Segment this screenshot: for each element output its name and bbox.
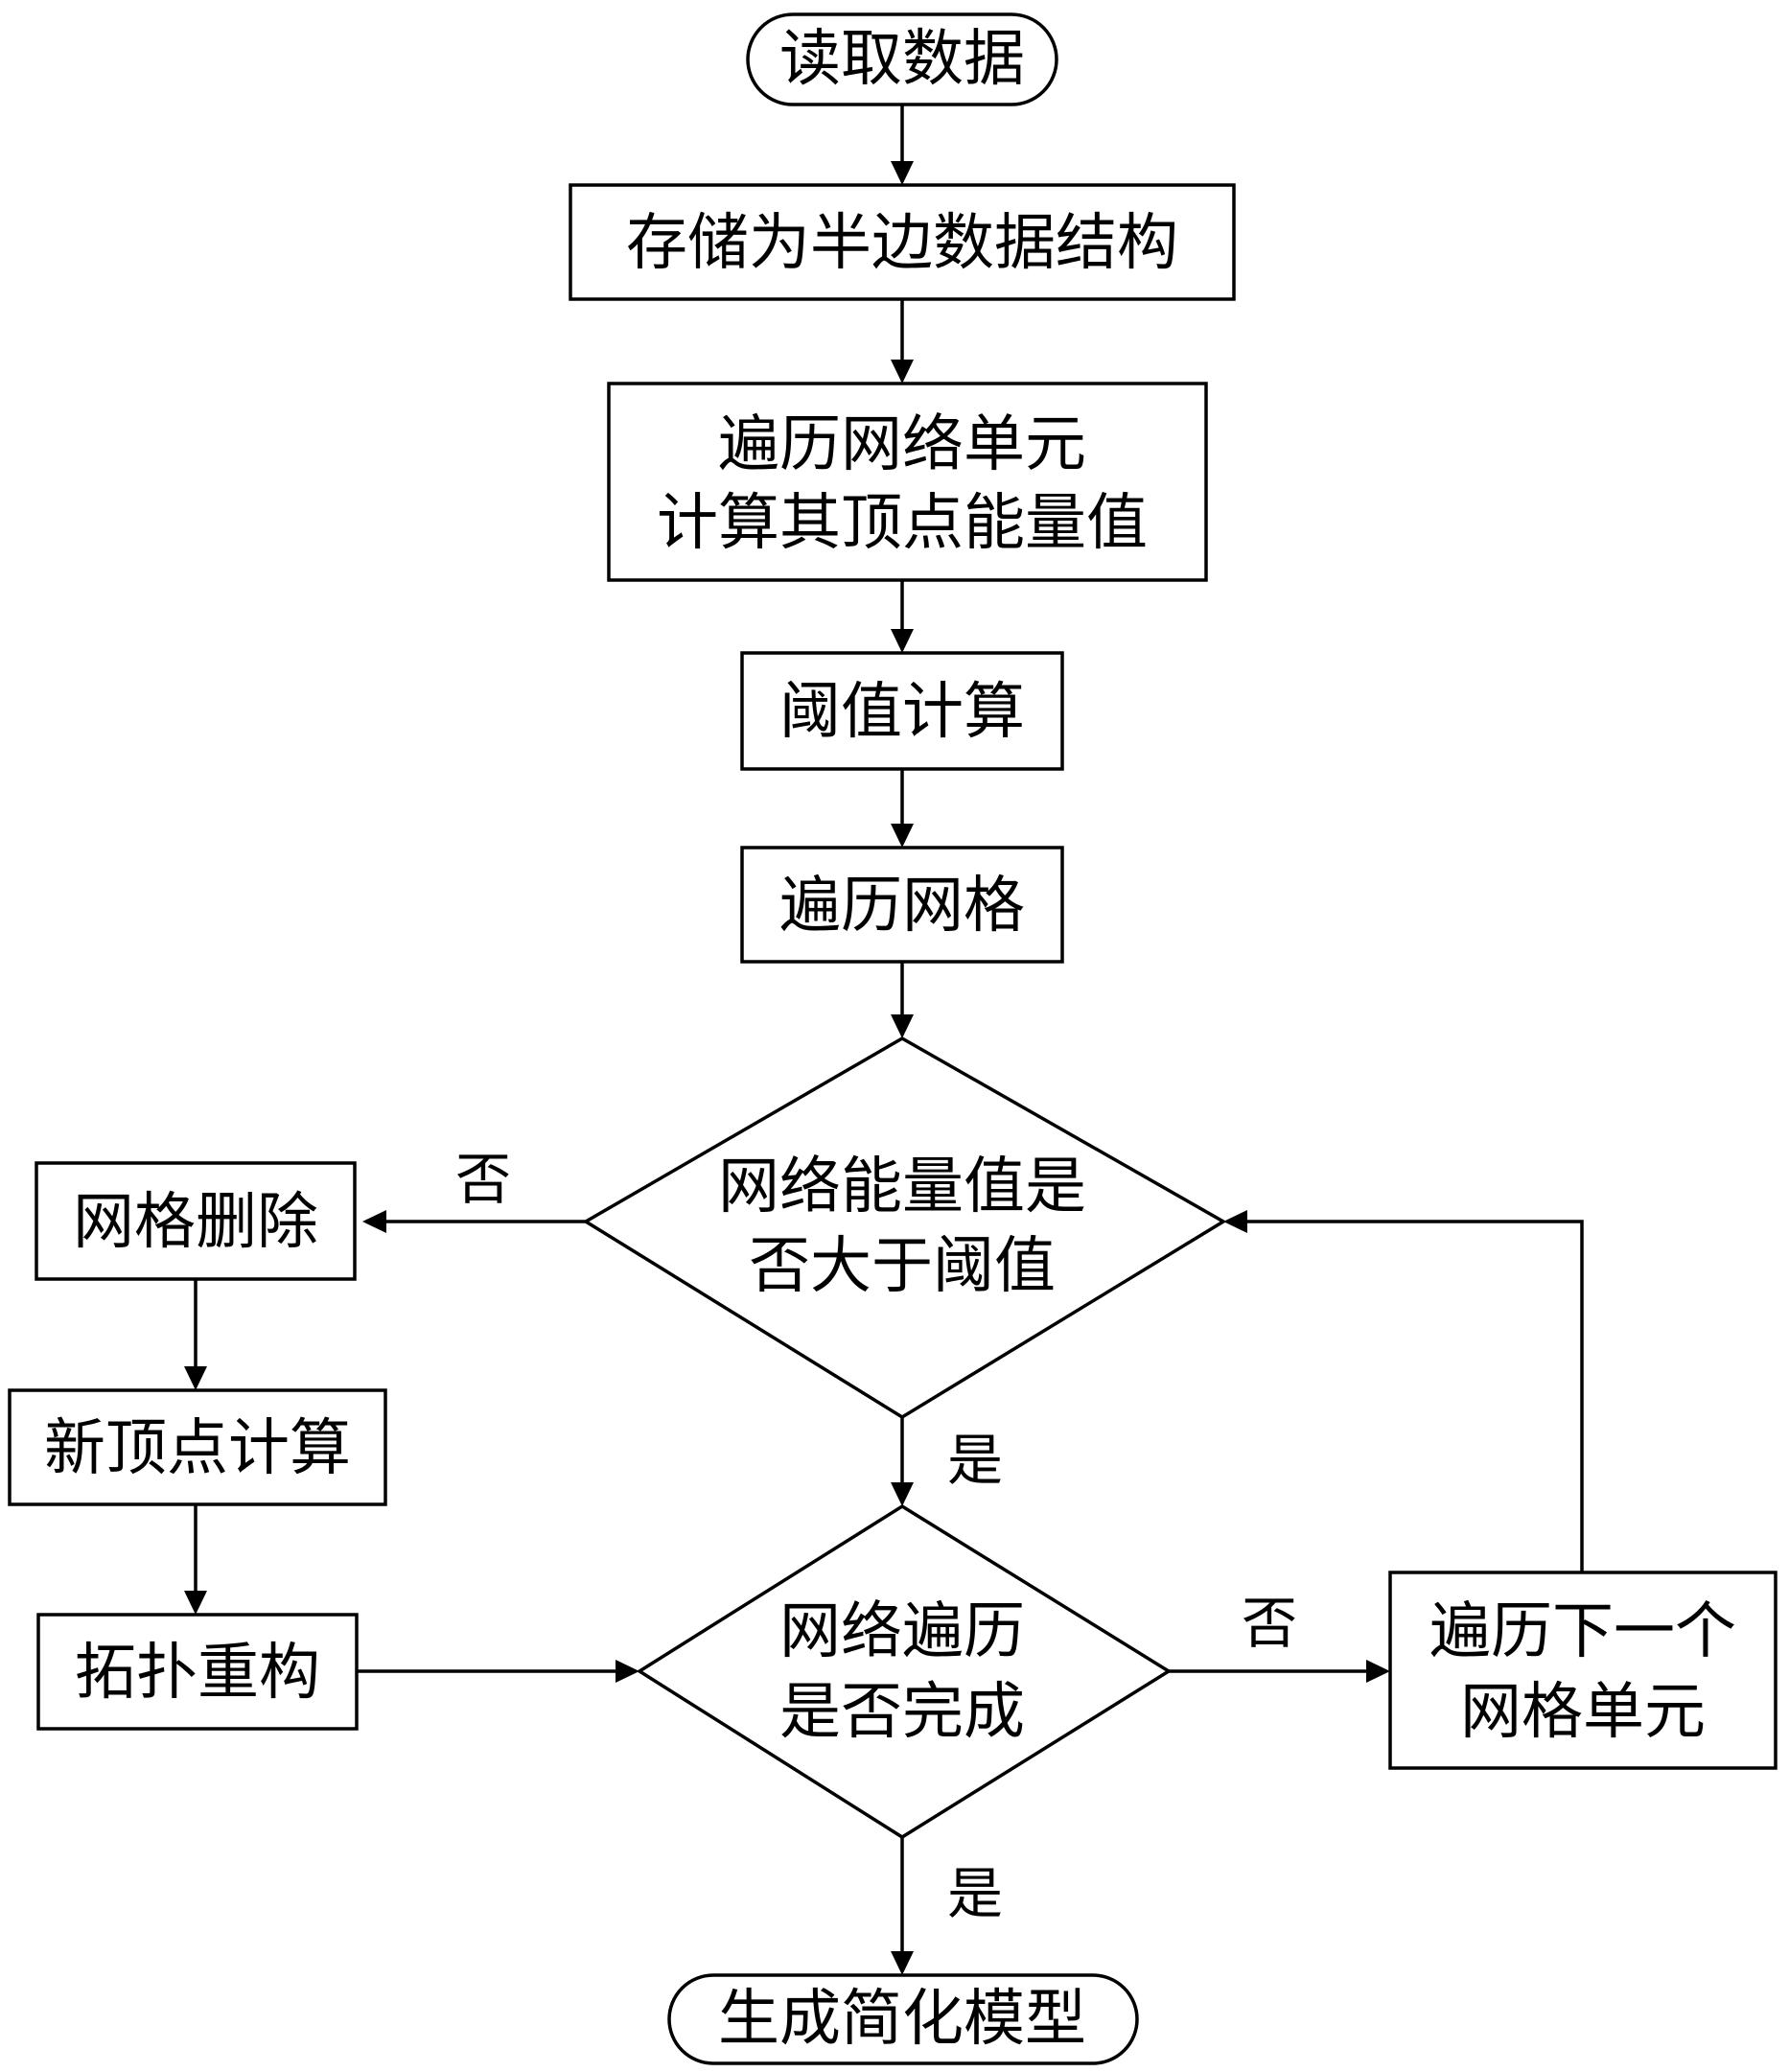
edge-label-complete-yes: 是 [947,1861,1003,1926]
process-mesh-delete-label: 网格删除 [73,1187,318,1258]
process-box [35,1161,357,1281]
process-threshold-calc-label: 阈值计算 [779,677,1025,748]
decision-complete-line1: 网络遍历 [779,1596,1025,1667]
arrowhead-icon [1223,1210,1247,1233]
process-new-vertex-label: 新顶点计算 [44,1413,351,1484]
process-traverse-mesh: 遍历网格 [740,846,1064,964]
arrowhead-icon [891,629,914,653]
process-box [1388,1571,1777,1770]
process-box [569,183,1236,301]
process-topology-rebuild: 拓扑重构 [36,1613,359,1731]
start-node: 读取数据 [746,12,1058,106]
arrowhead-icon [184,1591,207,1615]
arrowhead-icon [1366,1660,1390,1683]
arrowhead-icon [891,360,914,384]
process-box [740,846,1064,964]
decision-energy-line1: 网络能量值是 [718,1152,1086,1222]
process-traverse-mesh-label: 遍历网格 [779,871,1025,942]
arrowhead-icon [891,1014,914,1038]
arrowhead-icon [184,1366,207,1390]
process-topology-rebuild-label: 拓扑重构 [75,1638,320,1709]
start-terminal-shape [746,12,1058,106]
edge-next-loop-to-energy [1244,1220,1584,1572]
process-next-cell: 遍历下一个 网格单元 [1388,1571,1777,1770]
end-node-label: 生成简化模型 [718,1984,1086,2055]
process-box [740,651,1064,771]
process-traverse-compute-line1: 遍历网络单元 [718,409,1086,480]
decision-energy: 网络能量值是 否大于阈值 [582,1036,1227,1420]
process-box [8,1388,387,1506]
process-mesh-delete: 网格删除 [35,1161,357,1281]
arrowhead-icon [891,161,914,185]
process-next-cell-line1: 遍历下一个 [1429,1596,1736,1667]
decision-complete-line2: 是否完成 [779,1677,1025,1748]
process-next-cell-line2: 网格单元 [1460,1677,1706,1748]
decision-diamond [582,1036,1227,1420]
arrowhead-icon [891,1951,914,1975]
process-traverse-compute: 遍历网络单元 计算其顶点能量值 [607,382,1208,582]
arrowhead-icon [362,1210,386,1233]
start-node-label: 读取数据 [779,24,1025,95]
process-box [36,1613,359,1731]
process-box [607,382,1208,582]
edge-label-complete-no: 否 [1242,1591,1297,1656]
end-terminal-shape [667,1973,1139,2065]
decision-complete: 网络遍历 是否完成 [636,1503,1173,1840]
arrowhead-icon [891,824,914,848]
arrowhead-icon [891,1482,914,1506]
process-store-half-edge: 存储为半边数据结构 [569,183,1236,301]
decision-diamond [636,1503,1173,1840]
process-new-vertex: 新顶点计算 [8,1388,387,1506]
process-traverse-compute-line2: 计算其顶点能量值 [657,488,1148,559]
edge-label-energy-yes: 是 [947,1428,1003,1493]
process-threshold-calc: 阈值计算 [740,651,1064,771]
process-store-half-edge-label: 存储为半边数据结构 [626,208,1178,279]
end-node: 生成简化模型 [667,1973,1139,2065]
connectors [184,105,1584,1975]
arrowhead-icon [616,1660,639,1683]
decision-energy-line2: 否大于阈值 [749,1231,1056,1302]
edge-label-energy-no: 否 [455,1147,511,1212]
